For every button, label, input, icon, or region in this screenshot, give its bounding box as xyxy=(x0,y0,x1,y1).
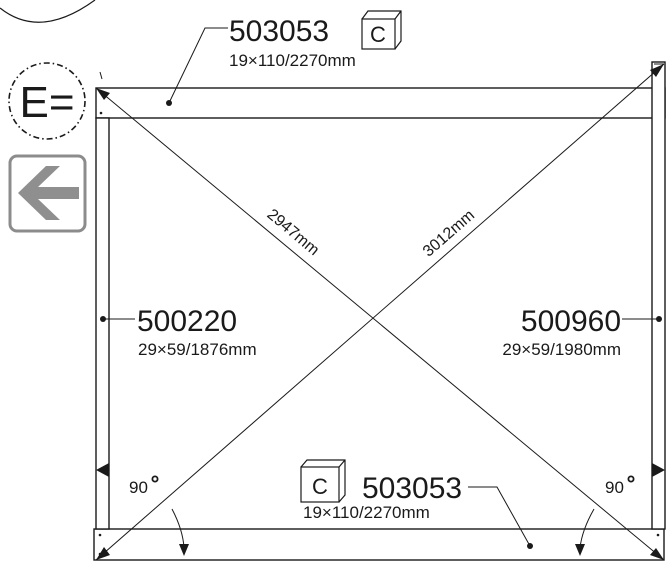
top-board-package-box: C xyxy=(361,10,402,50)
right-post-dimensions: 29×59/1980mm xyxy=(502,340,621,359)
right-marker xyxy=(652,463,665,477)
bottom-board-dimensions: 19×110/2270mm xyxy=(303,503,430,522)
left-post-code: 500220 xyxy=(137,305,237,338)
equal-measure-button[interactable]: E= xyxy=(8,62,86,140)
diagonal-arrowhead xyxy=(650,64,664,77)
top-board xyxy=(95,87,666,119)
right-post-code: 500960 xyxy=(521,305,621,338)
bottom-board-package-box: C xyxy=(300,459,346,503)
equal-measure-label: E= xyxy=(19,78,74,127)
back-button[interactable] xyxy=(8,154,87,233)
bottom-board-box-label: C xyxy=(312,474,328,499)
top-board-dimensions: 19×110/2270mm xyxy=(229,51,356,70)
top-board-box-label: C xyxy=(370,22,386,47)
right-angle: 90 xyxy=(575,475,635,556)
diagonal-arrowhead xyxy=(96,547,110,560)
diagonal-arrowhead xyxy=(96,88,110,100)
diagonal-line-2 xyxy=(95,63,665,561)
left-angle-value: 90 xyxy=(129,478,148,497)
corner-tick xyxy=(99,71,103,80)
bottom-board xyxy=(93,528,665,561)
arrow-left-icon xyxy=(18,166,79,220)
left-post xyxy=(95,117,110,530)
right-angle-value: 90 xyxy=(605,478,624,497)
bottom-board-code: 503053 xyxy=(362,472,462,505)
diagonal-arrowhead xyxy=(650,548,664,560)
equal-measure-icon xyxy=(8,62,86,140)
left-marker xyxy=(96,463,109,477)
top-board-code: 503053 xyxy=(229,15,329,48)
diagonal-line-1 xyxy=(95,87,665,561)
corner-circle-arc xyxy=(0,0,96,23)
left-angle: 90 xyxy=(129,475,189,556)
left-post-dimensions: 29×59/1876mm xyxy=(138,340,257,359)
right-post xyxy=(651,61,666,530)
